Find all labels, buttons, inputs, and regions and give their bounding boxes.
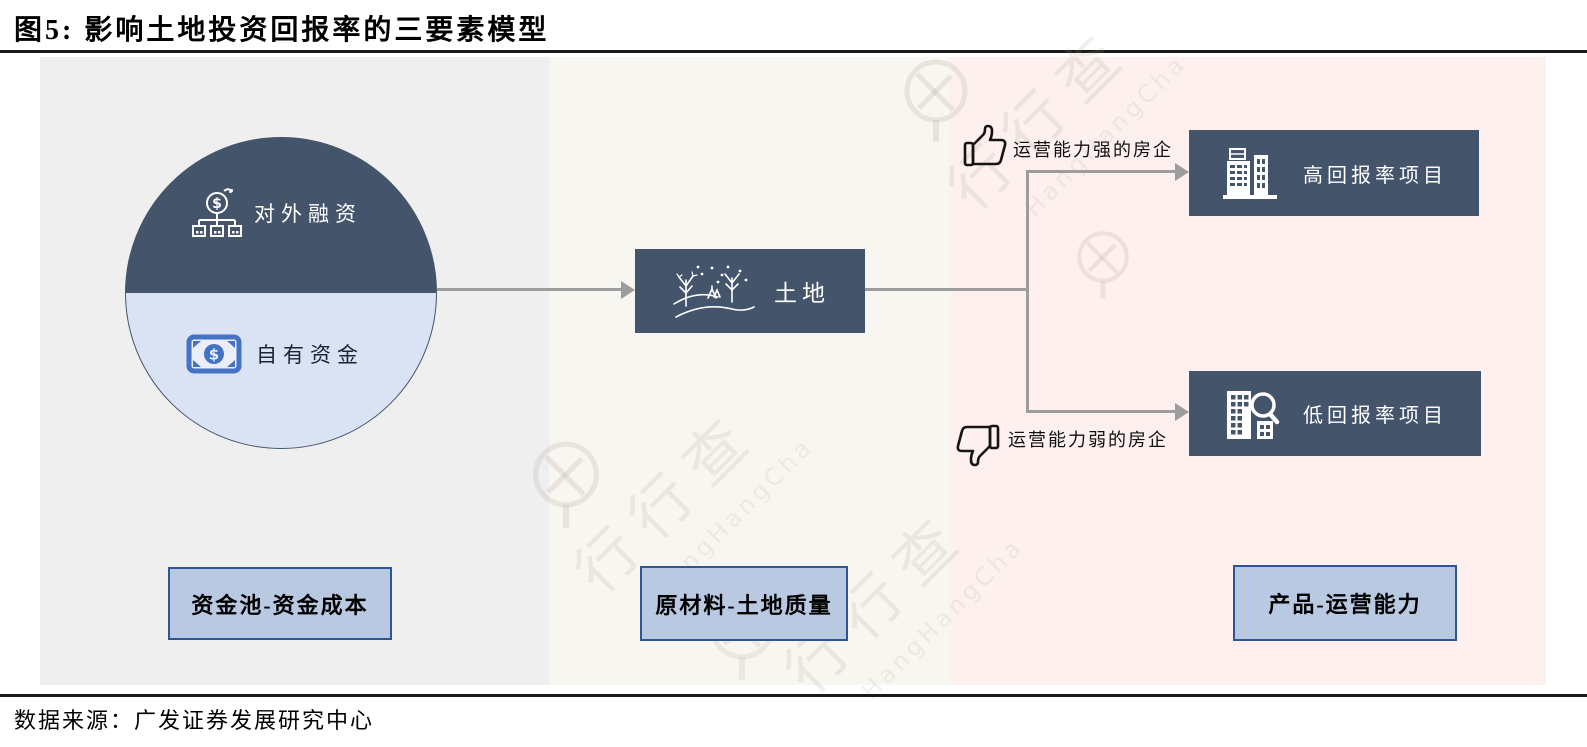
funding-pool-circle: $ 对外融资 $ 自有资金 [125, 137, 437, 449]
factor-capital-pool: 资金池-资金成本 [168, 567, 392, 640]
factor-capital-pool-label: 资金池-资金成本 [191, 592, 369, 618]
factor-product-label: 产品-运营能力 [1268, 592, 1422, 617]
footer-rule [0, 694, 1587, 697]
factor-product: 产品-运营能力 [1233, 565, 1457, 641]
building-search-icon [1227, 390, 1280, 439]
land-label: 土地 [774, 281, 830, 306]
low-return-label: 低回报率项目 [1303, 405, 1447, 427]
land-node: 土地 [635, 249, 865, 333]
connector-to-high-return [1026, 170, 1175, 173]
data-source: 数据来源：广发证券发展研究中心 [14, 708, 375, 733]
figure-title: 图5: 影响土地投资回报率的三要素模型 [14, 15, 550, 46]
svg-text:$: $ [212, 196, 222, 212]
weak-operator-label: 运营能力弱的房企 [1008, 430, 1168, 450]
own-funds-label: 自有资金 [256, 343, 364, 367]
connector-to-low-return [1026, 410, 1175, 413]
funds-distribution-icon: $ [192, 188, 242, 237]
thumbs-up-icon [963, 124, 1007, 167]
factor-raw-material: 原材料-土地质量 [640, 566, 848, 641]
strong-operator-label: 运营能力强的房企 [1013, 140, 1173, 160]
factor-raw-material-label: 原材料-土地质量 [655, 592, 833, 618]
land-trees-icon [673, 265, 755, 318]
connector-circle-to-land [437, 288, 623, 291]
connector-land-to-branch [865, 288, 1029, 291]
thumbs-down-icon [956, 424, 1000, 467]
title-underline [0, 50, 1587, 53]
branch-vertical-line [1026, 170, 1029, 413]
svg-text:$: $ [209, 346, 219, 364]
high-return-label: 高回报率项目 [1303, 164, 1447, 187]
buildings-icon [1223, 148, 1277, 199]
low-return-node: 低回报率项目 [1189, 371, 1481, 456]
banknote-icon: $ [186, 334, 242, 374]
arrowhead-into-high-return [1175, 163, 1189, 181]
arrowhead-into-low-return [1175, 403, 1189, 421]
high-return-node: 高回报率项目 [1189, 130, 1479, 216]
arrowhead-into-land [621, 281, 635, 299]
external-financing-label: 对外融资 [254, 202, 362, 226]
